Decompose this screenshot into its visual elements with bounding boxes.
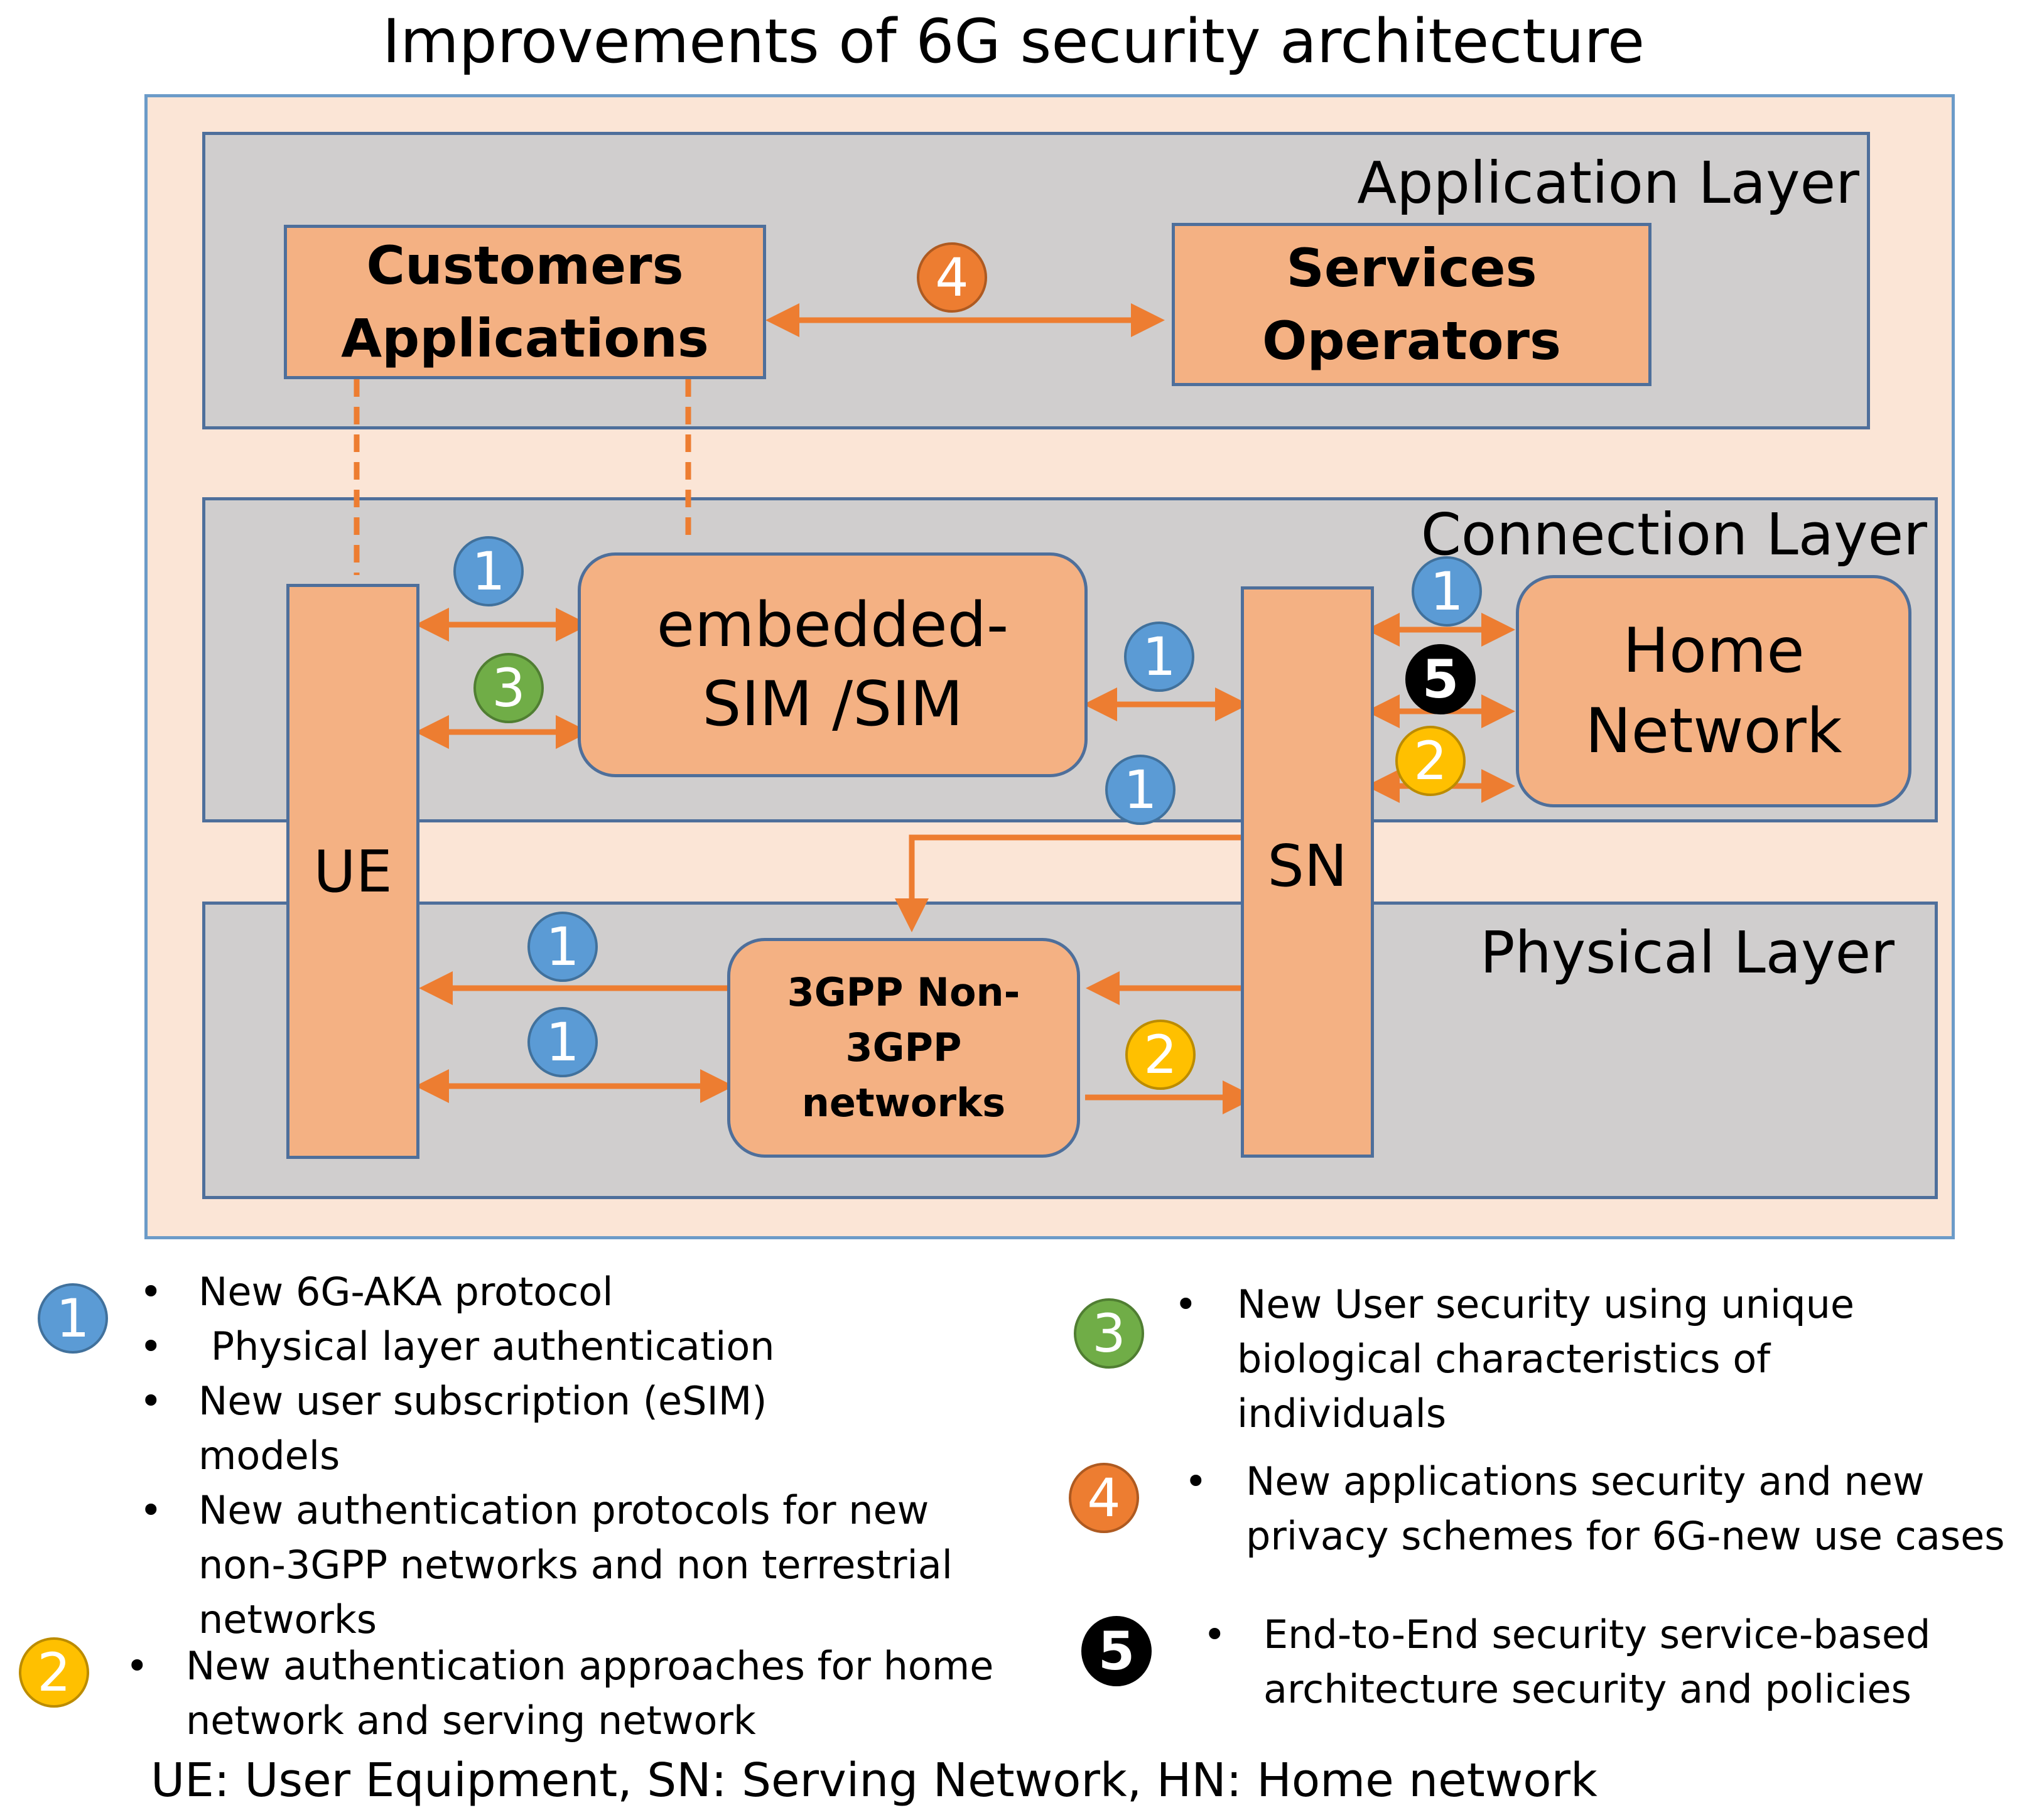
diagram-title: Improvements of 6G security architecture bbox=[382, 6, 1645, 77]
marker-1-ue-esim: 1 bbox=[453, 536, 524, 606]
legend-marker-2: 2 bbox=[19, 1637, 89, 1708]
legend-2-item: New authentication approaches for home n… bbox=[186, 1643, 994, 1743]
home-network-line2: Network bbox=[1585, 696, 1842, 767]
legend-3-item: New User security using unique biologica… bbox=[1237, 1281, 1855, 1436]
customers-applications-box: Customers Applications bbox=[284, 225, 766, 379]
legend-marker-1: 1 bbox=[38, 1283, 108, 1354]
legend-bullet: • bbox=[139, 1269, 163, 1315]
ue-box: UE bbox=[286, 584, 419, 1159]
customers-applications-line1: Customers bbox=[366, 235, 684, 296]
legend-bullet: • bbox=[1203, 1612, 1226, 1657]
abbreviations-footer: UE: User Equipment, SN: Serving Network,… bbox=[151, 1753, 1597, 1807]
legend-bullet: • bbox=[139, 1487, 163, 1533]
esim-line1: embedded- bbox=[656, 590, 1009, 661]
marker-1-non3gpp-ue: 1 bbox=[527, 912, 598, 982]
services-operators-line2: Operators bbox=[1262, 310, 1561, 372]
sn-label: SN bbox=[1267, 832, 1348, 900]
non3gpp-line2: 3GPP bbox=[845, 1025, 962, 1070]
non3gpp-line3: networks bbox=[801, 1080, 1006, 1126]
legend-marker-4: 4 bbox=[1069, 1463, 1139, 1533]
marker-4-apps-operators: 4 bbox=[917, 242, 987, 313]
marker-2-sn-home: 2 bbox=[1395, 726, 1466, 796]
legend-1-item-c: New user subscription (eSIM) models bbox=[198, 1378, 767, 1478]
marker-3-ue-esim: 3 bbox=[473, 653, 544, 723]
legend-marker-5: 5 bbox=[1081, 1616, 1152, 1686]
services-operators-line1: Services bbox=[1286, 237, 1537, 299]
marker-2-non3gpp-sn: 2 bbox=[1125, 1020, 1196, 1090]
physical-layer-label: Physical Layer bbox=[1480, 919, 1895, 986]
legend-1-item-a: New 6G-AKA protocol bbox=[198, 1269, 614, 1315]
legend-bullet: • bbox=[139, 1378, 163, 1424]
non3gpp-networks-box: 3GPP Non- 3GPP networks bbox=[727, 938, 1080, 1158]
legend-marker-3: 3 bbox=[1074, 1298, 1144, 1369]
legend-bullet: • bbox=[1184, 1458, 1208, 1504]
arrow-sn-non3gpp-elbow bbox=[895, 834, 1243, 932]
legend-bullet: • bbox=[139, 1323, 163, 1369]
marker-5-sn-home: 5 bbox=[1405, 644, 1476, 714]
sn-box: SN bbox=[1241, 586, 1374, 1158]
legend-bullet: • bbox=[126, 1643, 149, 1689]
marker-1-esim-sn: 1 bbox=[1124, 622, 1194, 692]
customers-applications-line2: Applications bbox=[341, 308, 709, 369]
legend-1-item-b: Physical layer authentication bbox=[198, 1323, 775, 1369]
marker-1-ue-non3gpp: 1 bbox=[527, 1007, 598, 1077]
marker-1-sn-home: 1 bbox=[1412, 556, 1482, 627]
services-operators-box: Services Operators bbox=[1172, 223, 1651, 386]
esim-line2: SIM /SIM bbox=[702, 669, 963, 740]
ue-label: UE bbox=[313, 837, 392, 905]
marker-1-sn-non3gpp: 1 bbox=[1105, 755, 1176, 825]
home-network-box: Home Network bbox=[1516, 575, 1911, 807]
legend-1-item-d: New authentication protocols for new non… bbox=[198, 1487, 953, 1642]
application-layer-label: Application Layer bbox=[1357, 149, 1859, 217]
legend-5-item: End-to-End security service-based archit… bbox=[1263, 1612, 1931, 1712]
esim-box: embedded- SIM /SIM bbox=[578, 552, 1088, 777]
legend-bullet: • bbox=[1174, 1281, 1197, 1327]
legend-4-item: New applications security and new privac… bbox=[1246, 1458, 2005, 1559]
connection-layer-label: Connection Layer bbox=[1420, 501, 1927, 568]
non3gpp-line1: 3GPP Non- bbox=[787, 969, 1020, 1015]
home-network-line1: Home bbox=[1623, 615, 1805, 687]
